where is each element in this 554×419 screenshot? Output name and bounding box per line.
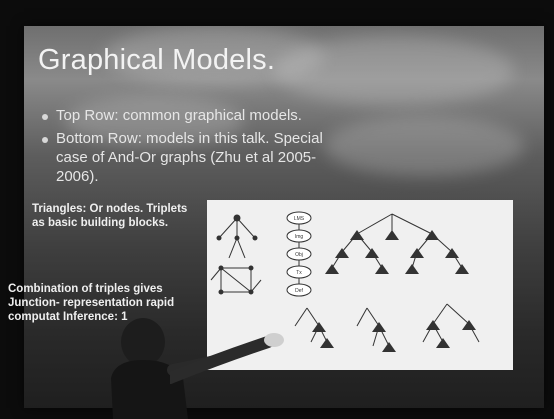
bullet-item: Bottom Row: models in this talk. Special…	[42, 129, 352, 186]
combination-note: Combination of triples gives Junction- r…	[8, 283, 175, 323]
bullet-item: Top Row: common graphical models.	[42, 106, 342, 125]
presenter-silhouette	[111, 318, 213, 419]
pointing-arm	[170, 333, 284, 384]
chain-label: Tx	[296, 270, 302, 276]
chain-label: Img	[295, 234, 304, 240]
chain-label: LMS	[294, 216, 305, 222]
graphs-diagram: LMS Img Obj Tx Def	[210, 211, 480, 352]
bullet-list: Top Row: common graphical models. Bottom…	[42, 106, 342, 190]
triangles-note: Triangles: Or nodes. Triplets as basic b…	[32, 203, 188, 229]
chain-label: Def	[295, 288, 303, 294]
slide-title: Graphical Models.	[38, 44, 276, 76]
chain-label: Obj	[295, 252, 303, 258]
